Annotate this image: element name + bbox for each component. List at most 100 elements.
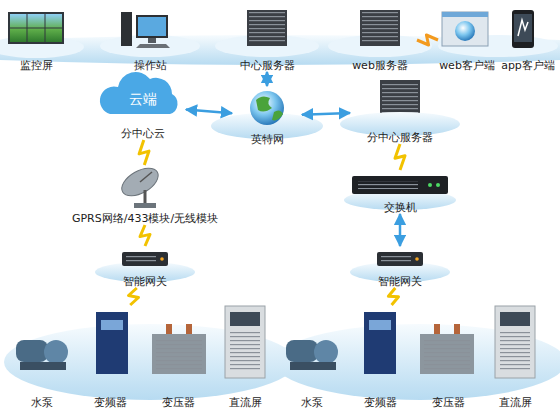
satellite-dish-part <box>144 190 147 204</box>
node-label: 变频器 <box>80 396 140 409</box>
device-node: 交换机 <box>345 170 455 214</box>
monitor-wall-part <box>10 28 62 29</box>
device-node: web客户端app客户端 <box>438 8 558 72</box>
switch-icon-part <box>358 181 418 189</box>
globe-icon-part <box>256 96 272 111</box>
equipment-left-part <box>44 340 68 364</box>
lightning-link <box>417 35 438 45</box>
lightning-link <box>140 225 150 246</box>
equipment-left-part <box>16 340 48 362</box>
device-node: 英特网 <box>232 86 302 146</box>
workstation-part <box>148 38 156 43</box>
satellite-dish <box>117 162 163 208</box>
client-devices <box>442 10 534 48</box>
device-node: 变压器 <box>418 305 478 409</box>
globe-icon <box>250 91 284 125</box>
device-node: 水泵 <box>282 305 342 409</box>
node-label: 智能网关 <box>105 275 185 288</box>
equipment-left <box>16 306 265 378</box>
client-devices-part <box>512 10 534 48</box>
equipment-left-part <box>152 334 206 374</box>
client-devices-part <box>442 12 488 17</box>
equipment-right-part <box>495 306 535 378</box>
device-node: 水泵 <box>12 305 72 409</box>
top-platform-part <box>100 35 200 57</box>
device-node: 直流屏 <box>485 305 545 409</box>
bottom-platform-part <box>274 324 560 400</box>
node-label: 变压器 <box>418 396 478 409</box>
lightning-link <box>129 288 139 305</box>
equipment-right-part <box>314 340 338 364</box>
node-label: 直流屏 <box>215 396 275 409</box>
mid-platform <box>95 112 460 282</box>
switch-icon <box>352 176 448 194</box>
device-node: 变频器 <box>80 305 140 409</box>
equipment-right-part <box>454 324 460 334</box>
lightning-link <box>139 140 149 165</box>
client-devices-part <box>442 12 488 46</box>
equipment-left-part <box>230 332 260 372</box>
lightning-link <box>388 288 398 305</box>
device-node: 直流屏 <box>215 305 275 409</box>
server-rack-part <box>360 10 400 46</box>
satellite-dish-part <box>140 172 152 182</box>
data-link <box>186 110 232 114</box>
data-link <box>266 72 269 86</box>
node-label: 操作站 <box>118 59 182 72</box>
client-devices-part <box>455 21 475 41</box>
device-node: GPRS网络/433模块/无线模块 <box>65 165 225 225</box>
gateway-icon-part <box>377 252 423 266</box>
device-node: 中心服务器 <box>230 8 304 72</box>
globe-icon-part <box>272 110 283 120</box>
equipment-left-part <box>96 312 128 374</box>
equipment-right-part <box>286 340 318 362</box>
workstation-part <box>138 17 166 36</box>
equipment-right-part <box>290 362 336 370</box>
node-label: 云端 <box>100 91 186 107</box>
node-label: 水泵 <box>12 396 72 409</box>
node-label: GPRS网络/433模块/无线模块 <box>65 212 225 225</box>
equipment-left-part <box>20 362 66 370</box>
node-label: 直流屏 <box>485 396 545 409</box>
equipment-left-part <box>166 324 172 334</box>
workstation-part <box>136 15 168 38</box>
equipment-right-part <box>369 320 391 330</box>
workstation <box>121 12 170 48</box>
client-devices-part <box>514 14 532 42</box>
node-label: 英特网 <box>232 133 302 146</box>
monitor-wall-part <box>8 12 64 44</box>
satellite-dish-part <box>134 203 156 208</box>
data-link <box>399 214 402 246</box>
gateway-icon <box>122 252 423 266</box>
workstation-part <box>121 12 132 46</box>
equipment-right-part <box>500 332 530 372</box>
switch-icon-part <box>352 176 448 194</box>
monitor-wall-part <box>10 14 62 42</box>
equipment-left-part <box>101 320 123 330</box>
equipment-right-part <box>500 312 530 326</box>
device-node: 云端分中心云 <box>100 72 186 140</box>
node-label: web客户端 <box>438 59 496 72</box>
equipment-right-part <box>364 312 396 374</box>
node-label: 监控屏 <box>5 59 67 72</box>
satellite-dish-part <box>117 162 163 201</box>
node-label: 水泵 <box>282 396 342 409</box>
node-label: 变频器 <box>350 396 410 409</box>
node-label: 分中心云 <box>100 127 186 140</box>
device-node: 智能网关 <box>360 246 440 288</box>
equipment-right-part <box>424 338 470 370</box>
bottom-platform <box>4 324 560 400</box>
gateway-icon-part <box>126 256 156 262</box>
device-node: 操作站 <box>118 8 182 72</box>
node-label: 分中心服务器 <box>350 131 450 144</box>
node-label: 交换机 <box>345 201 455 214</box>
gateway-icon-part <box>122 252 168 266</box>
server-rack-part <box>382 82 418 114</box>
switch-icon-part <box>428 183 432 187</box>
equipment-right-part <box>434 324 440 334</box>
equipment-left-part <box>225 306 265 378</box>
device-node: 智能网关 <box>105 246 185 288</box>
device-node: 监控屏 <box>5 8 67 72</box>
gateway-icon-part <box>381 256 411 262</box>
